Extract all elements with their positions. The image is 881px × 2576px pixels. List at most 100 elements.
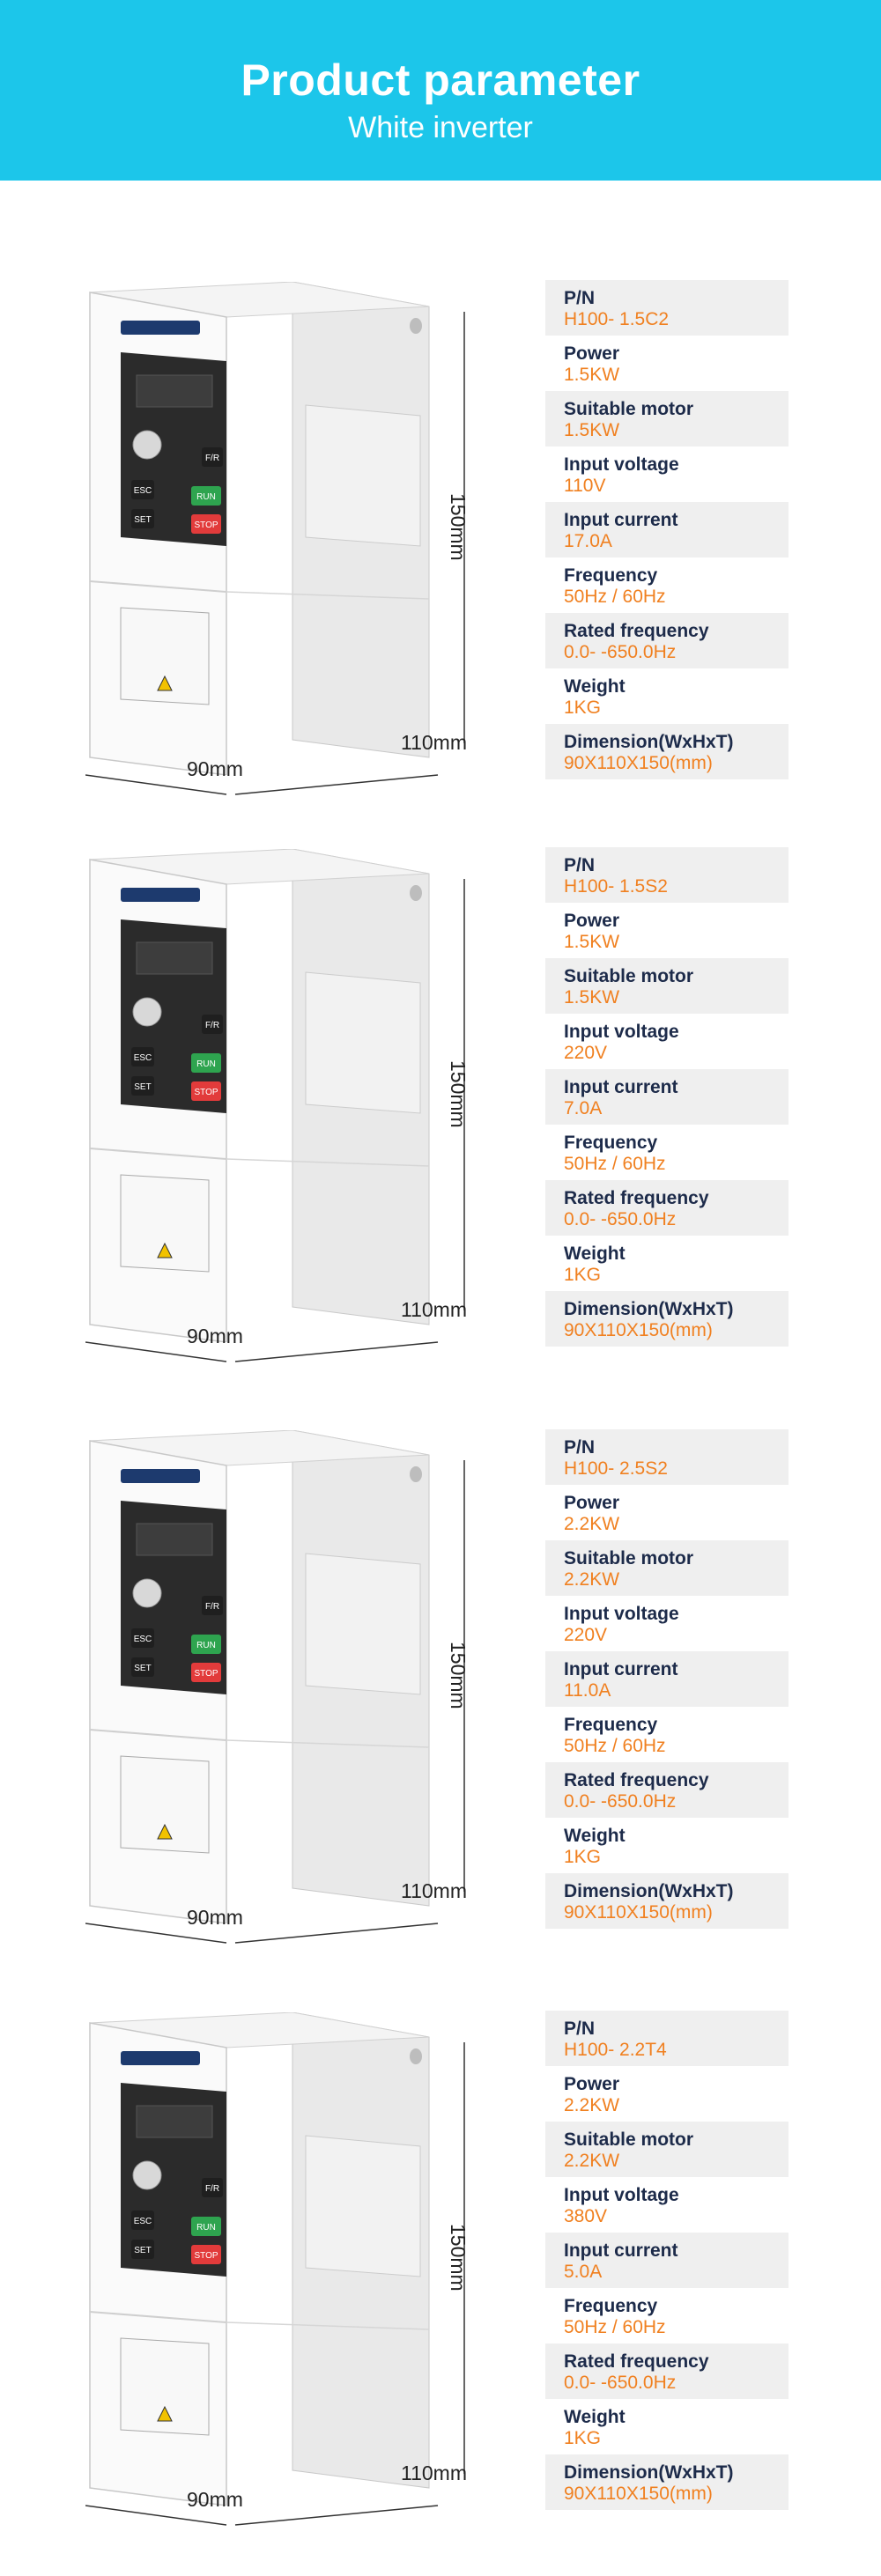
spec-value: 11.0A — [564, 1680, 611, 1701]
dimension-lines — [85, 879, 465, 1362]
stop-button — [191, 1663, 221, 1682]
spec-value: 7.0A — [564, 1098, 603, 1118]
esc-button-label: ESC — [134, 2217, 152, 2226]
spec-label: Weight — [564, 1244, 626, 1264]
page-header: Product parameter White inverter — [0, 0, 881, 181]
spec-value: 0.0- -650.0Hz — [564, 1209, 677, 1229]
spec-label: Dimension(WxHxT) — [564, 732, 734, 752]
esc-button — [131, 1628, 154, 1648]
spec-value: 220V — [564, 1625, 608, 1645]
spec-label: Suitable motor — [564, 1548, 694, 1568]
depth-dimension-label: 110mm — [401, 1879, 467, 1902]
spec-label: Power — [564, 2074, 620, 2094]
spec-value: 90X110X150(mm) — [564, 1320, 713, 1340]
esc-button-label: ESC — [134, 1635, 152, 1644]
stop-button — [191, 2245, 221, 2264]
stop-button-label: STOP — [194, 1669, 218, 1679]
set-button-label: SET — [134, 1664, 151, 1673]
spec-value: 1KG — [564, 698, 602, 718]
spec-label: Weight — [564, 1826, 626, 1846]
set-button — [131, 1076, 154, 1096]
spec-value: 90X110X150(mm) — [564, 2484, 713, 2504]
spec-label: Frequency — [564, 565, 658, 586]
spec-value: 1.5KW — [564, 365, 620, 385]
dimension-line — [85, 2505, 227, 2526]
height-dimension-label: 150mm — [447, 1642, 470, 1709]
stop-button — [191, 1081, 221, 1101]
spec-label: Input current — [564, 510, 678, 530]
dimension-lines — [85, 2042, 465, 2526]
spec-label: Power — [564, 911, 620, 931]
spec-label: Weight — [564, 676, 626, 697]
spec-value: 50Hz / 60Hz — [564, 2317, 666, 2337]
fr-button-label: F/R — [205, 1602, 219, 1612]
height-dimension-label: 150mm — [447, 2224, 470, 2292]
spec-value: 90X110X150(mm) — [564, 753, 713, 773]
depth-dimension-label: 110mm — [401, 731, 467, 754]
spec-value: 50Hz / 60Hz — [564, 1736, 666, 1756]
spec-label: Rated frequency — [564, 1188, 709, 1208]
spec-label: Power — [564, 343, 620, 364]
spec-label: Frequency — [564, 1133, 658, 1153]
spec-value: 1KG — [564, 2428, 602, 2448]
spec-label: Input current — [564, 1077, 678, 1097]
spec-value: 1KG — [564, 1265, 602, 1285]
spec-label: Suitable motor — [564, 966, 694, 986]
dimension-line — [85, 1341, 227, 1362]
spec-label: Input voltage — [564, 454, 679, 475]
set-button — [131, 509, 154, 528]
dimension-lines — [85, 1460, 465, 1944]
spec-label: Rated frequency — [564, 2351, 709, 2372]
spec-label: Suitable motor — [564, 2129, 694, 2150]
dimension-line — [234, 1341, 439, 1362]
spec-value: 50Hz / 60Hz — [564, 1154, 666, 1174]
width-dimension-label: 90mm — [187, 757, 243, 780]
dimension-line — [85, 1923, 227, 1944]
run-button-label: RUN — [196, 2223, 216, 2233]
width-dimension-label: 90mm — [187, 2488, 243, 2511]
fr-button-label: F/R — [205, 2184, 219, 2194]
spec-label: Dimension(WxHxT) — [564, 2462, 734, 2483]
set-button-label: SET — [134, 515, 151, 525]
spec-value: 1.5KW — [564, 987, 620, 1008]
spec-row: Dimension(WxHxT)90X110X150(mm) — [545, 1873, 788, 1929]
set-button — [131, 1657, 154, 1677]
depth-dimension-label: 110mm — [401, 1298, 467, 1321]
spec-label: Rated frequency — [564, 621, 709, 641]
spec-value: 2.2KW — [564, 1569, 620, 1590]
spec-label: Input voltage — [564, 1022, 679, 1042]
stop-button-label: STOP — [194, 520, 218, 530]
run-button — [191, 1635, 221, 1654]
spec-label: Rated frequency — [564, 1770, 709, 1790]
set-button-label: SET — [134, 1082, 151, 1092]
esc-button-label: ESC — [134, 1053, 152, 1063]
fr-button-label: F/R — [205, 1021, 219, 1030]
dimension-line — [234, 1923, 439, 1944]
fr-button — [202, 1015, 223, 1034]
